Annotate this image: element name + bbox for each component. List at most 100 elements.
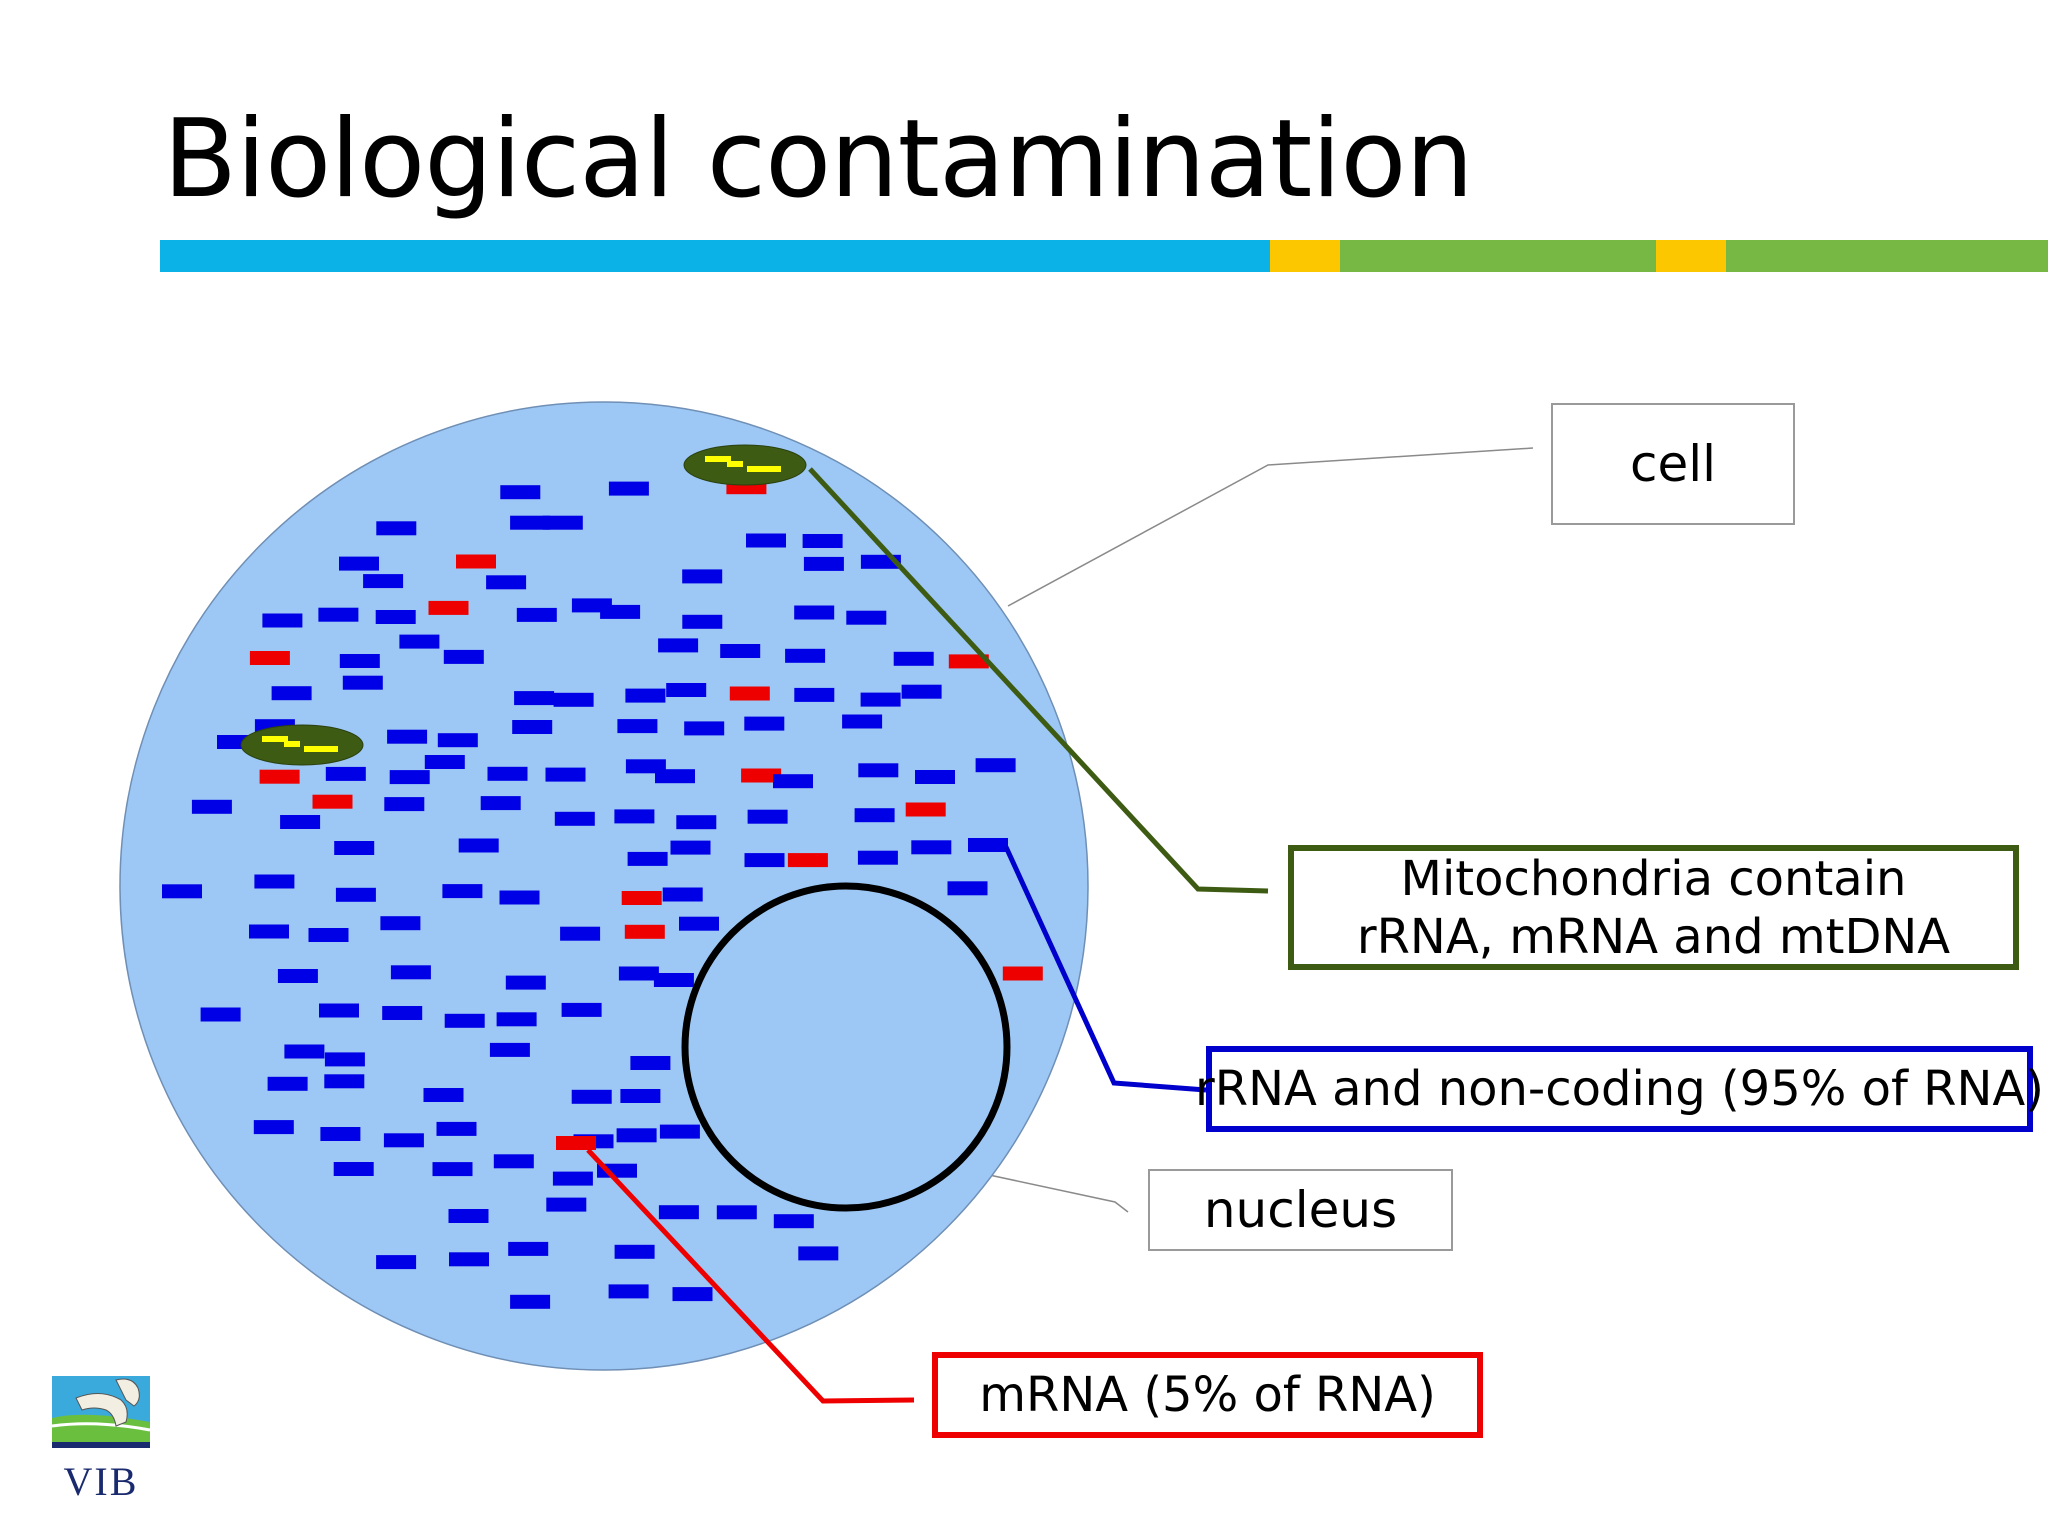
title-bar-yellow-segment-2 xyxy=(1656,240,1726,272)
rrna-molecule xyxy=(500,485,541,500)
rrna-molecule xyxy=(662,887,703,902)
rrna-molecule xyxy=(553,692,594,707)
rrna-molecule xyxy=(324,1052,365,1067)
rrna-molecule xyxy=(363,574,404,589)
rrna-molecule xyxy=(676,815,717,830)
rrna-molecule xyxy=(846,610,887,625)
mrna-callout-line xyxy=(586,1148,915,1404)
rrna-molecule xyxy=(672,1287,713,1302)
mrna-molecule xyxy=(312,794,353,809)
cell-pointer-line xyxy=(1007,447,1534,607)
rrna-molecule xyxy=(442,884,483,899)
rrna-molecule xyxy=(320,1127,361,1141)
mtdna-strand xyxy=(747,466,781,472)
rrna-molecule xyxy=(382,1006,423,1020)
rrna-molecule xyxy=(384,797,425,812)
mitochondria xyxy=(240,444,807,766)
rrna-molecule xyxy=(505,975,546,990)
mrna-molecule xyxy=(787,853,828,868)
rrna-molecule xyxy=(545,767,586,782)
rrna-molecule xyxy=(746,533,786,548)
rrna-molecule xyxy=(308,928,349,942)
rrna-molecule xyxy=(893,651,934,666)
rrna-molecule xyxy=(857,850,898,865)
rrna-molecule xyxy=(560,926,601,941)
rrna-molecule xyxy=(616,1128,657,1143)
rrna-molecule xyxy=(552,1171,593,1186)
rrna-molecule xyxy=(682,569,723,584)
rrna-callout-line xyxy=(1003,845,1207,1093)
rrna-molecule xyxy=(449,1252,489,1267)
rrna-molecule xyxy=(249,924,289,939)
rrna-molecule xyxy=(911,840,952,855)
rrna-molecule xyxy=(284,1044,325,1059)
rrna-molecule xyxy=(679,916,719,931)
mrna-label: mRNA (5% of RNA) xyxy=(932,1352,1483,1438)
mtdna-strand xyxy=(304,746,338,752)
rrna-molecule xyxy=(744,716,785,731)
rrna-molecule xyxy=(444,1013,485,1028)
rrna-molecule xyxy=(436,1121,477,1136)
rrna-molecule xyxy=(630,1056,671,1070)
rrna-molecule xyxy=(325,766,366,781)
callout-lines xyxy=(965,447,1534,1213)
rrna-molecule xyxy=(716,1205,757,1220)
rrna-molecule xyxy=(267,1076,308,1091)
rrna-molecule xyxy=(516,607,557,622)
rrna-molecule xyxy=(794,605,835,620)
rrna-molecule xyxy=(854,808,895,823)
rrna-molecule xyxy=(614,809,655,824)
mrna-molecule xyxy=(948,654,989,669)
rrna-molecule xyxy=(901,684,942,699)
vib-logo-text: VIB xyxy=(63,1459,139,1504)
rrna-molecule xyxy=(617,719,658,734)
rrna-molecule xyxy=(200,1007,241,1022)
rrna-molecule xyxy=(554,811,595,826)
slide-title: Biological contamination xyxy=(163,97,1474,222)
rrna-molecule xyxy=(383,1133,424,1148)
mrna-molecule xyxy=(621,891,662,905)
rrna-molecule xyxy=(424,755,465,769)
rrna-molecule xyxy=(253,1120,294,1135)
rrna-molecule xyxy=(277,969,318,983)
vib-logo-icon xyxy=(51,1376,151,1448)
nucleus-label: nucleus xyxy=(1148,1169,1453,1251)
cell-label: cell xyxy=(1551,403,1795,525)
colored-callout-lines xyxy=(556,467,1269,1404)
rrna-molecule xyxy=(860,692,901,707)
mrna-molecule xyxy=(729,686,770,701)
rrna-molecule xyxy=(744,853,785,868)
rrna-molecule xyxy=(486,575,527,590)
rrna-molecule xyxy=(380,916,421,931)
mitochondrion xyxy=(240,724,364,766)
rrna-molecule xyxy=(493,1154,534,1169)
rrna-label: rRNA and non-coding (95% of RNA) xyxy=(1195,1046,2044,1132)
rrna-molecule xyxy=(339,654,380,668)
rrna-molecule xyxy=(496,1012,537,1027)
rrna-molecule xyxy=(546,1197,587,1212)
rrna-molecule xyxy=(542,515,583,530)
nucleus-membrane xyxy=(681,882,1011,1212)
mrna-molecule xyxy=(624,924,665,939)
title-bar-green-segment-2 xyxy=(1726,240,2048,272)
rrna-molecule xyxy=(561,1002,602,1017)
rrna-molecule xyxy=(271,686,312,701)
rrna-molecule xyxy=(670,840,711,855)
rrna-molecule xyxy=(798,1246,839,1261)
rrna-molecule xyxy=(659,1124,700,1139)
mrna-molecule xyxy=(905,802,946,817)
rrna-molecule xyxy=(280,815,321,829)
rrna-molecule xyxy=(794,687,835,702)
rrna-molecule xyxy=(842,714,883,729)
mrna-molecule xyxy=(249,651,290,665)
vib-logo: VIB xyxy=(46,1370,156,1504)
rrna-molecule xyxy=(682,614,723,629)
rrna-molecule xyxy=(600,604,641,619)
rrna-molecule xyxy=(510,1294,551,1309)
rrna-molecule xyxy=(508,1241,549,1256)
rrna-molecule xyxy=(262,613,303,628)
mrna-molecule xyxy=(1002,966,1043,981)
rrna-molecule xyxy=(968,838,1008,852)
rrna-molecule xyxy=(773,1214,814,1229)
cell-cytoplasm xyxy=(119,401,1089,1371)
